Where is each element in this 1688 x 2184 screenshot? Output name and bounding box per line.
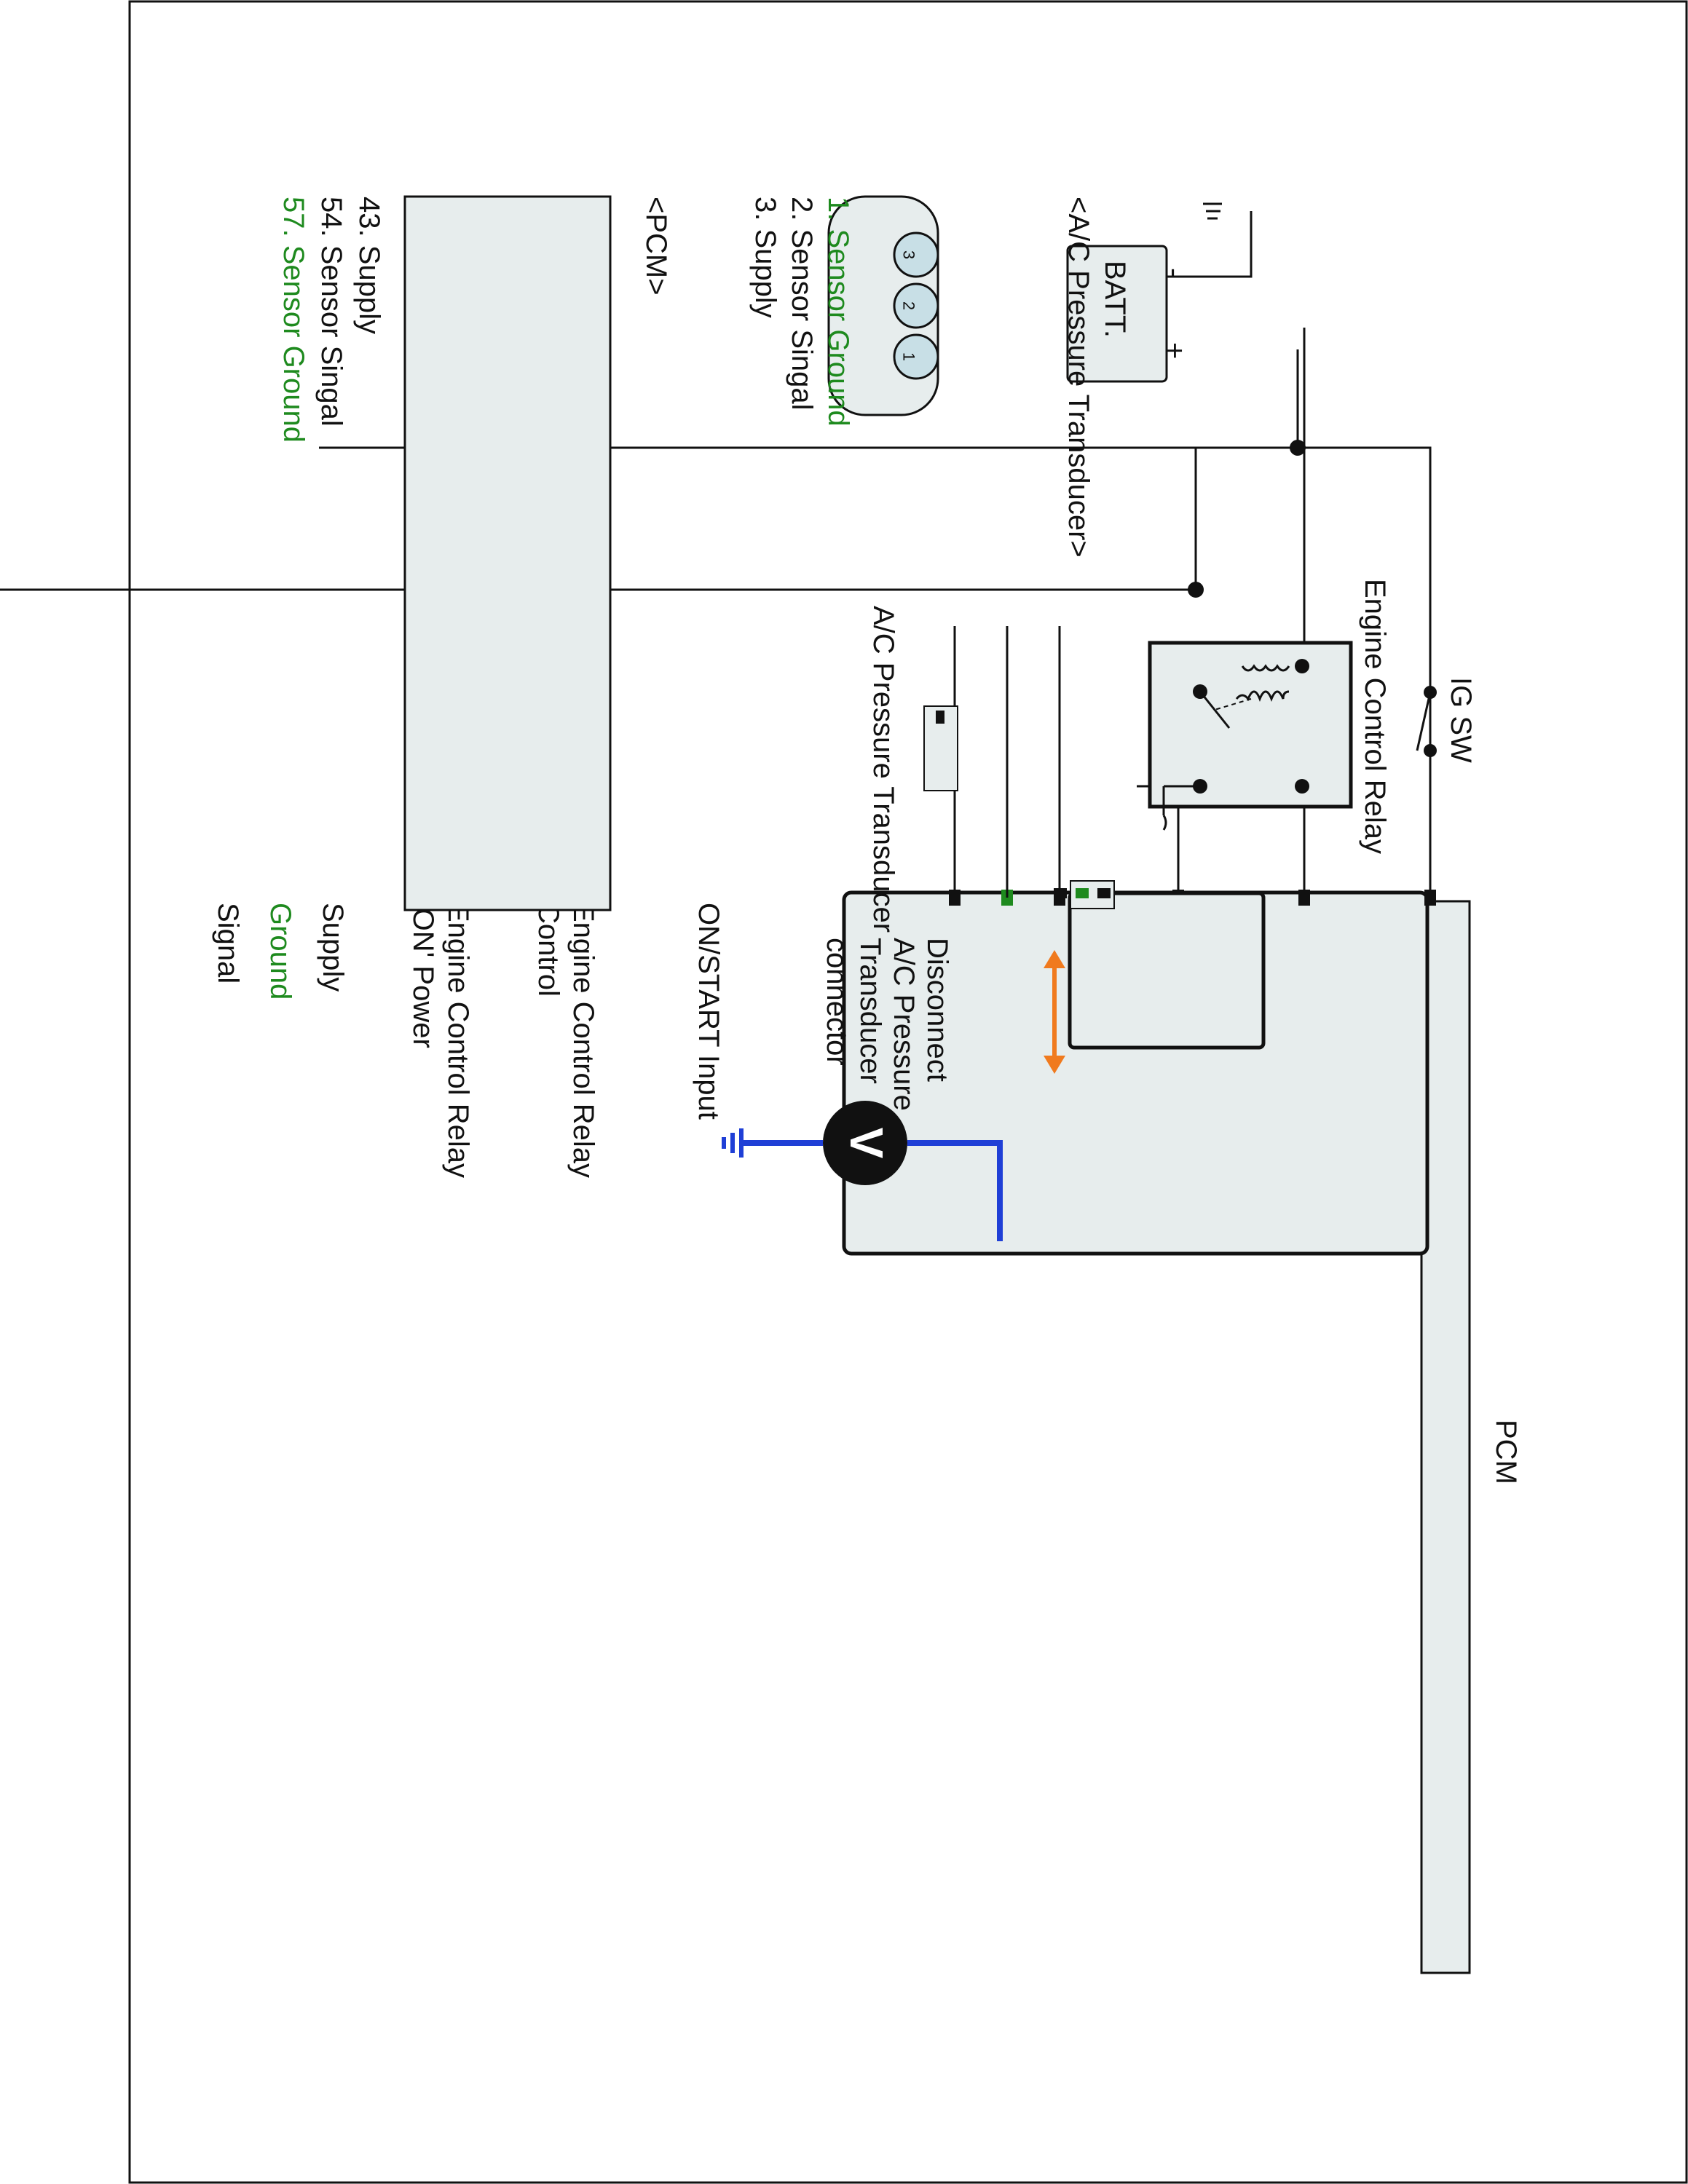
page-frame [128, 0, 1688, 2184]
pcm-view-title: <PCM> [640, 197, 672, 296]
pcm-terminal-ecr-on-power: Engine Control Relay [442, 903, 474, 1178]
engine-control-relay-label: Engine Control Relay [1359, 579, 1391, 854]
ig-switch-blade [1416, 692, 1432, 751]
pcm-terminal-supply: Supply [317, 903, 349, 992]
transducer-legend-1: 1. Sensor Ground [822, 197, 854, 427]
harness-connector [923, 705, 958, 791]
wire-batt-minus [1167, 211, 1253, 278]
pcm-terminal-ground: Ground [264, 903, 296, 1000]
junction-batt [1290, 440, 1306, 456]
pcm-terminal-ecr-control: Engine Control Relay [567, 903, 599, 1178]
relay-coil [1241, 664, 1290, 672]
battery-box [1066, 245, 1168, 383]
pcm-title: PCM [1490, 1420, 1522, 1484]
ig-sw-label: IG SW [1445, 677, 1477, 763]
pcm-terminal-on-start-input: ON/START Input [693, 903, 725, 1120]
ig-switch-contact-b [1424, 744, 1437, 757]
disconnect-note-3: Transducer [854, 938, 886, 1084]
battery-plus: + [1159, 342, 1191, 359]
relay-resistor [1235, 690, 1290, 703]
pcm-connector-face [403, 195, 612, 911]
pcm-terminal-ecr-on-power-2: 'ON' Power [407, 903, 439, 1048]
relay-contact-blade [1199, 691, 1231, 729]
transducer-view-title: <A/C Pressure Transducer> [1062, 197, 1095, 558]
disconnect-note-2: A/C Pressure [888, 938, 920, 1111]
pcm-terminal-signal: Signal [212, 903, 244, 984]
voltmeter-symbol: V [840, 1128, 893, 1159]
ac-transducer-label: A/C Pressure Transducer [867, 606, 899, 933]
battery-minus: - [1159, 268, 1191, 277]
voltmeter [823, 1101, 907, 1185]
engine-control-relay-box [1148, 641, 1353, 809]
pcm-legend-2: 54. Sensor Singal [315, 197, 347, 427]
battery-label: BATT. [1099, 261, 1131, 338]
disconnect-note-4: connector [821, 938, 853, 1066]
pcm-connector-strip [1420, 900, 1471, 1974]
pcm-legend-3: 57. Sensor Ground [277, 197, 309, 443]
transducer-pin-2: 2 [900, 301, 918, 310]
disconnect-note-1: Disconnect [921, 938, 953, 1082]
transducer-legend-2: 2. Sensor Singal [786, 197, 818, 411]
junction-relay [1188, 582, 1204, 598]
pcm-terminal-ecr-control-2: Control [532, 903, 564, 997]
probe-lead [907, 1140, 1003, 1241]
pcm-legend-1: 43. Supply [353, 197, 385, 334]
main-schematic: PCM ON/START Input Engine Control Relay … [0, 202, 1522, 1974]
transducer-pin-strip [1070, 880, 1115, 909]
connector-views: <A/C Pressure Transducer> 3 2 1 1. Senso… [277, 195, 1095, 911]
ac-transducer-box [1068, 891, 1266, 1050]
transducer-pin-3: 3 [900, 250, 918, 259]
transducer-pin-1: 1 [900, 352, 918, 361]
transducer-legend-3: 3. Supply [749, 197, 781, 318]
